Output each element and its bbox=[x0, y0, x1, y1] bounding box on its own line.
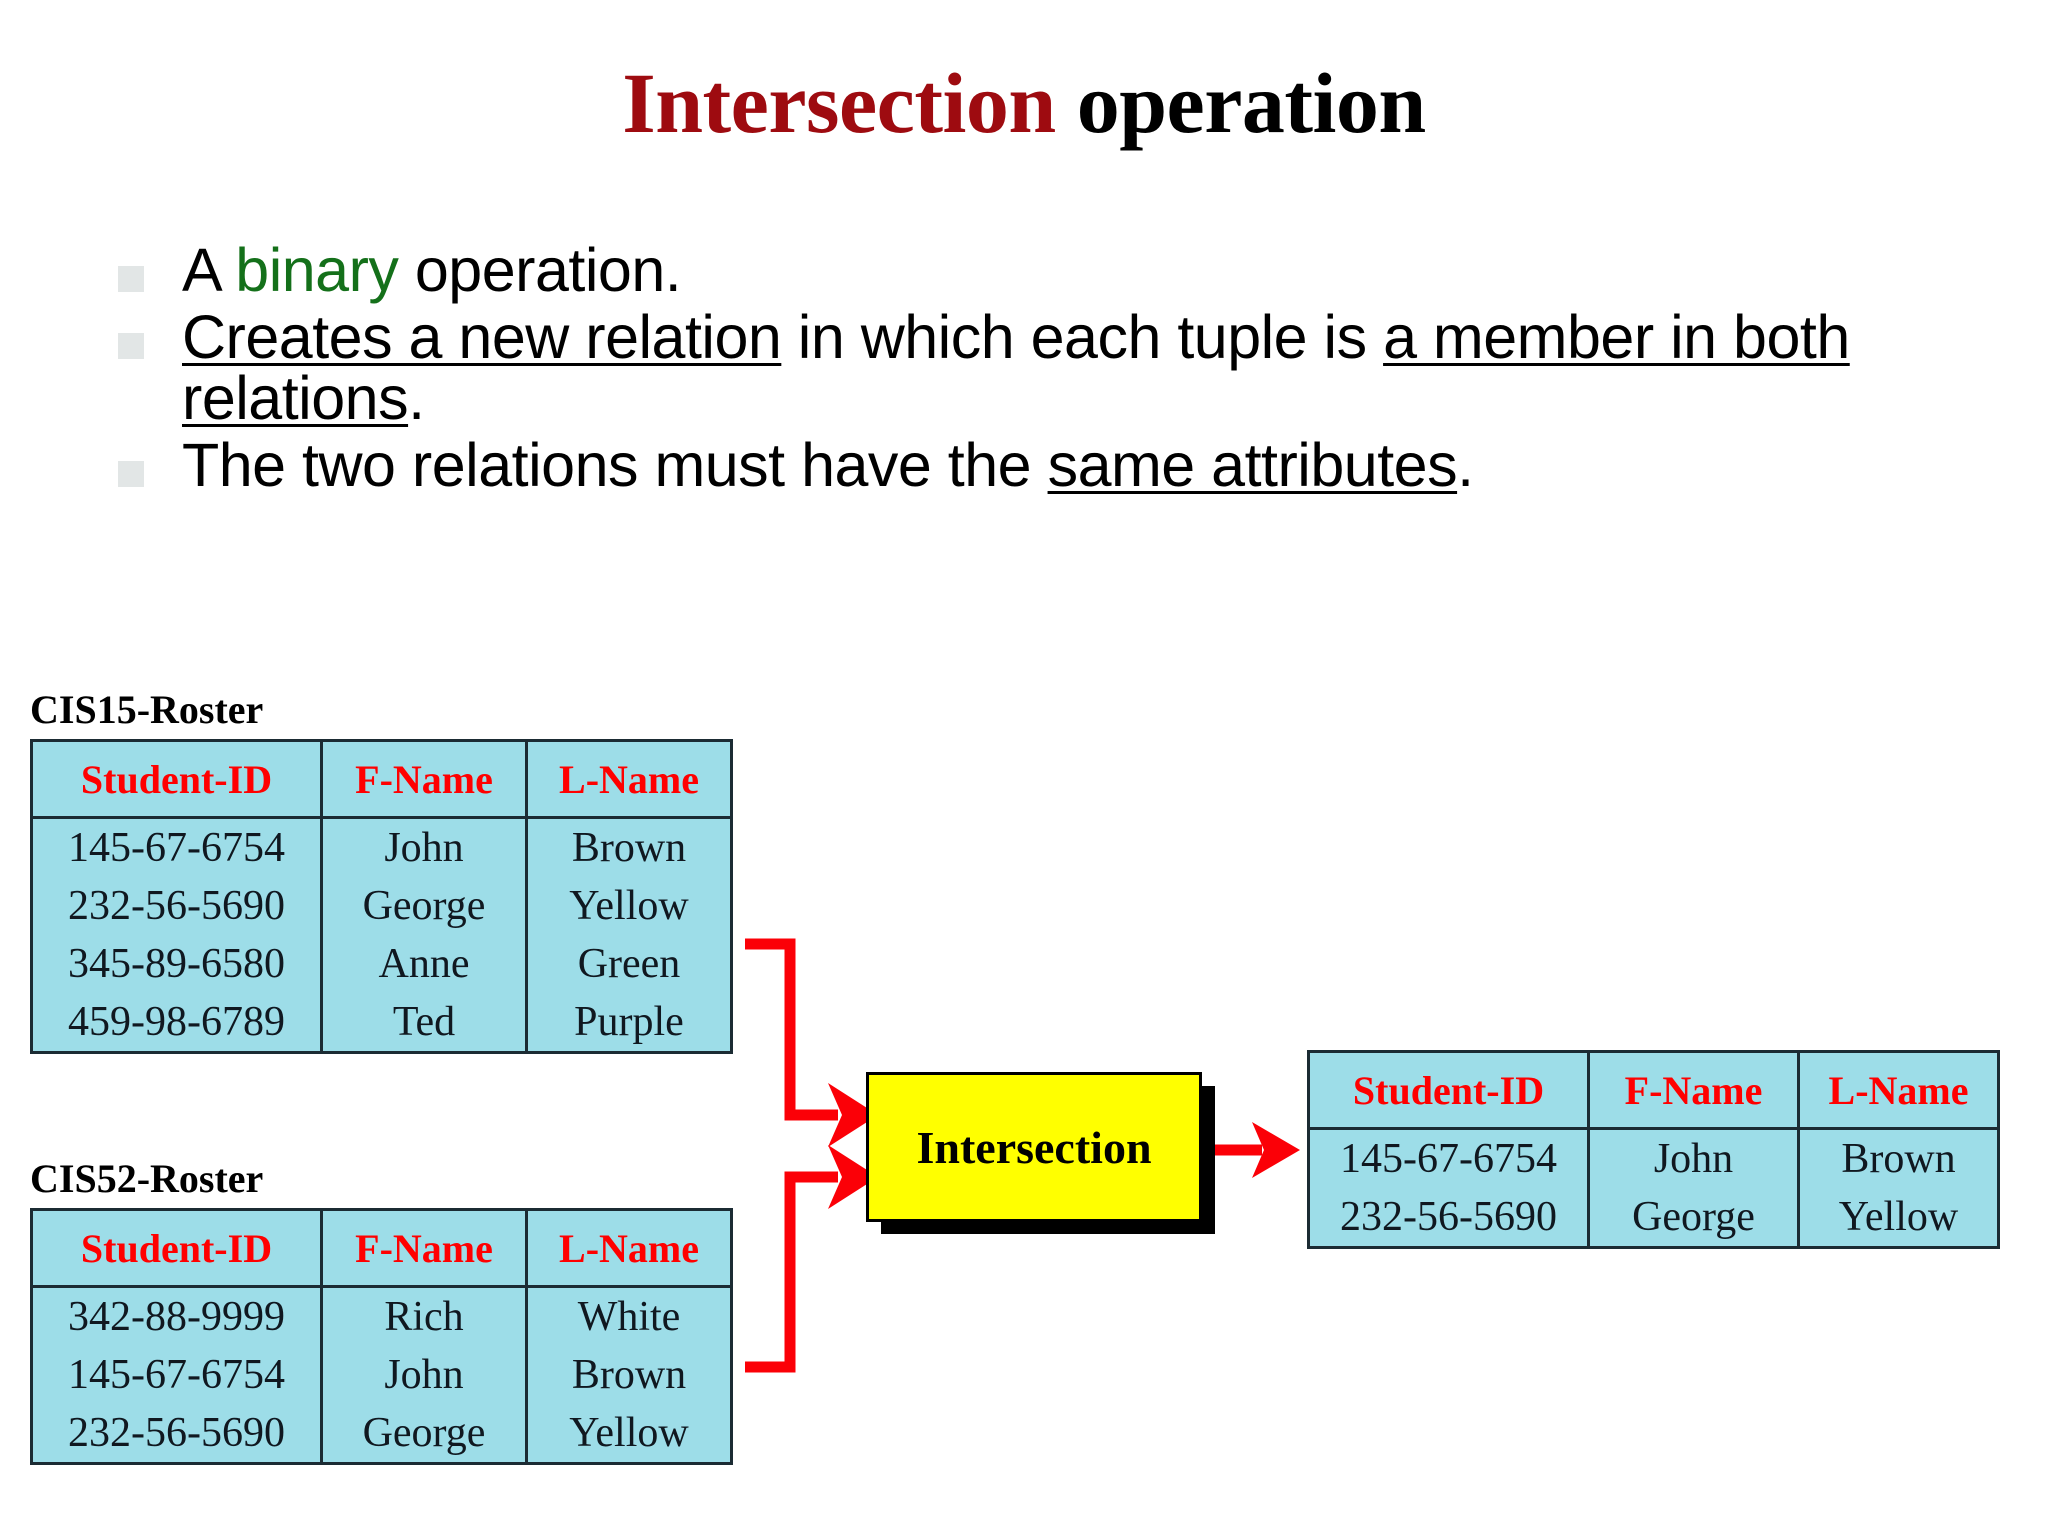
table-row: 342-88-9999 Rich White bbox=[30, 1285, 733, 1346]
cell-l-name: Yellow bbox=[525, 877, 733, 935]
table-row: 232-56-5690 George Yellow bbox=[1307, 1188, 2000, 1249]
cell-student-id: 459-98-6789 bbox=[30, 993, 323, 1054]
bullet-item-same-attributes: The two relations must have the same att… bbox=[118, 435, 1998, 496]
bullet-item-label: A binary operation. bbox=[182, 240, 682, 301]
table-row: 232-56-5690 George Yellow bbox=[30, 877, 733, 935]
bullet-segment-underlined: Creates a new relation bbox=[182, 303, 782, 371]
arrowhead-icon bbox=[1252, 1122, 1300, 1178]
relation-caption: CIS52-Roster bbox=[30, 1156, 264, 1201]
cell-f-name: John bbox=[320, 816, 528, 877]
cell-l-name: Purple bbox=[525, 993, 733, 1054]
bullet-item-binary: A binary operation. bbox=[118, 240, 1998, 301]
bullet-segment: A bbox=[182, 236, 236, 304]
bullet-item-creates-relation: Creates a new relation in which each tup… bbox=[118, 307, 1998, 429]
table-row: 345-89-6580 Anne Green bbox=[30, 935, 733, 993]
bullet-segment-underlined: a member in both relations bbox=[182, 303, 1850, 432]
cell-f-name: George bbox=[320, 877, 528, 935]
column-header-f-name: F-Name bbox=[320, 1208, 528, 1288]
cell-l-name: Brown bbox=[525, 1346, 733, 1404]
cell-student-id: 145-67-6754 bbox=[30, 816, 323, 877]
arrow-source-b-to-operator bbox=[745, 1171, 838, 1373]
bullet-segment: in which each tuple is bbox=[781, 303, 1384, 371]
bullet-segment: . bbox=[1457, 431, 1474, 499]
square-bullet-icon bbox=[118, 461, 144, 487]
column-header-l-name: L-Name bbox=[525, 1208, 733, 1288]
table-row: 232-56-5690 George Yellow bbox=[30, 1404, 733, 1465]
square-bullet-icon bbox=[118, 333, 144, 359]
bullet-segment-underlined: same attributes bbox=[1047, 431, 1458, 499]
bullet-segment: . bbox=[408, 364, 425, 432]
cell-f-name: Anne bbox=[320, 935, 528, 993]
cell-l-name: Yellow bbox=[525, 1404, 733, 1465]
bullet-item-label: The two relations must have the same att… bbox=[182, 435, 1474, 496]
column-header-l-name: L-Name bbox=[525, 739, 733, 819]
cell-f-name: John bbox=[320, 1346, 528, 1404]
cell-l-name: Green bbox=[525, 935, 733, 993]
table-row: 459-98-6789 Ted Purple bbox=[30, 993, 733, 1054]
column-header-l-name: L-Name bbox=[1797, 1050, 2000, 1130]
table-header-row: Student-ID F-Name L-Name bbox=[30, 1208, 733, 1288]
cell-student-id: 232-56-5690 bbox=[1307, 1188, 1590, 1249]
bullet-segment-highlight: binary bbox=[235, 236, 399, 304]
cell-student-id: 232-56-5690 bbox=[30, 877, 323, 935]
arrow-source-a-to-operator bbox=[745, 938, 838, 1121]
column-header-student-id: Student-ID bbox=[1307, 1050, 1590, 1130]
cell-student-id: 232-56-5690 bbox=[30, 1404, 323, 1465]
table-header-row: Student-ID F-Name L-Name bbox=[1307, 1050, 2000, 1130]
relation-cis15-roster: CIS15-Roster Student-ID F-Name L-Name 14… bbox=[30, 686, 733, 1054]
bullet-segment: operation. bbox=[398, 236, 682, 304]
operator-box[interactable]: Intersection bbox=[866, 1072, 1202, 1222]
relation-caption: CIS15-Roster bbox=[30, 687, 264, 732]
column-header-student-id: Student-ID bbox=[30, 1208, 323, 1288]
cell-student-id: 342-88-9999 bbox=[30, 1285, 323, 1346]
table-header-row: Student-ID F-Name L-Name bbox=[30, 739, 733, 819]
bullet-item-label: Creates a new relation in which each tup… bbox=[182, 307, 1998, 429]
relation-table: Student-ID F-Name L-Name 342-88-9999 Ric… bbox=[30, 1208, 733, 1465]
cell-f-name: Ted bbox=[320, 993, 528, 1054]
page-title-rest: operation bbox=[1055, 55, 1427, 151]
cell-student-id: 145-67-6754 bbox=[1307, 1127, 1590, 1188]
cell-f-name: John bbox=[1587, 1127, 1800, 1188]
cell-student-id: 145-67-6754 bbox=[30, 1346, 323, 1404]
table-row: 145-67-6754 John Brown bbox=[1307, 1127, 2000, 1188]
column-header-f-name: F-Name bbox=[1587, 1050, 1800, 1130]
relation-table: Student-ID F-Name L-Name 145-67-6754 Joh… bbox=[30, 739, 733, 1054]
relation-table: Student-ID F-Name L-Name 145-67-6754 Joh… bbox=[1307, 1050, 2000, 1249]
bullet-segment: The two relations must have the bbox=[182, 431, 1048, 499]
column-header-student-id: Student-ID bbox=[30, 739, 323, 819]
cell-f-name: George bbox=[1587, 1188, 1800, 1249]
bullet-list: A binary operation. Creates a new relati… bbox=[118, 240, 1998, 502]
cell-student-id: 345-89-6580 bbox=[30, 935, 323, 993]
relation-cis52-roster: CIS52-Roster Student-ID F-Name L-Name 34… bbox=[30, 1155, 733, 1465]
column-header-f-name: F-Name bbox=[320, 739, 528, 819]
cell-f-name: George bbox=[320, 1404, 528, 1465]
page-title: Intersection operation bbox=[0, 58, 2048, 148]
cell-l-name: Brown bbox=[525, 816, 733, 877]
cell-l-name: Yellow bbox=[1797, 1188, 2000, 1249]
table-row: 145-67-6754 John Brown bbox=[30, 1346, 733, 1404]
cell-f-name: Rich bbox=[320, 1285, 528, 1346]
page-title-accent: Intersection bbox=[622, 55, 1056, 151]
relation-result: Student-ID F-Name L-Name 145-67-6754 Joh… bbox=[1307, 1050, 2000, 1249]
cell-l-name: Brown bbox=[1797, 1127, 2000, 1188]
square-bullet-icon bbox=[118, 266, 144, 292]
cell-l-name: White bbox=[525, 1285, 733, 1346]
operator-label: Intersection bbox=[916, 1121, 1152, 1173]
table-row: 145-67-6754 John Brown bbox=[30, 816, 733, 877]
